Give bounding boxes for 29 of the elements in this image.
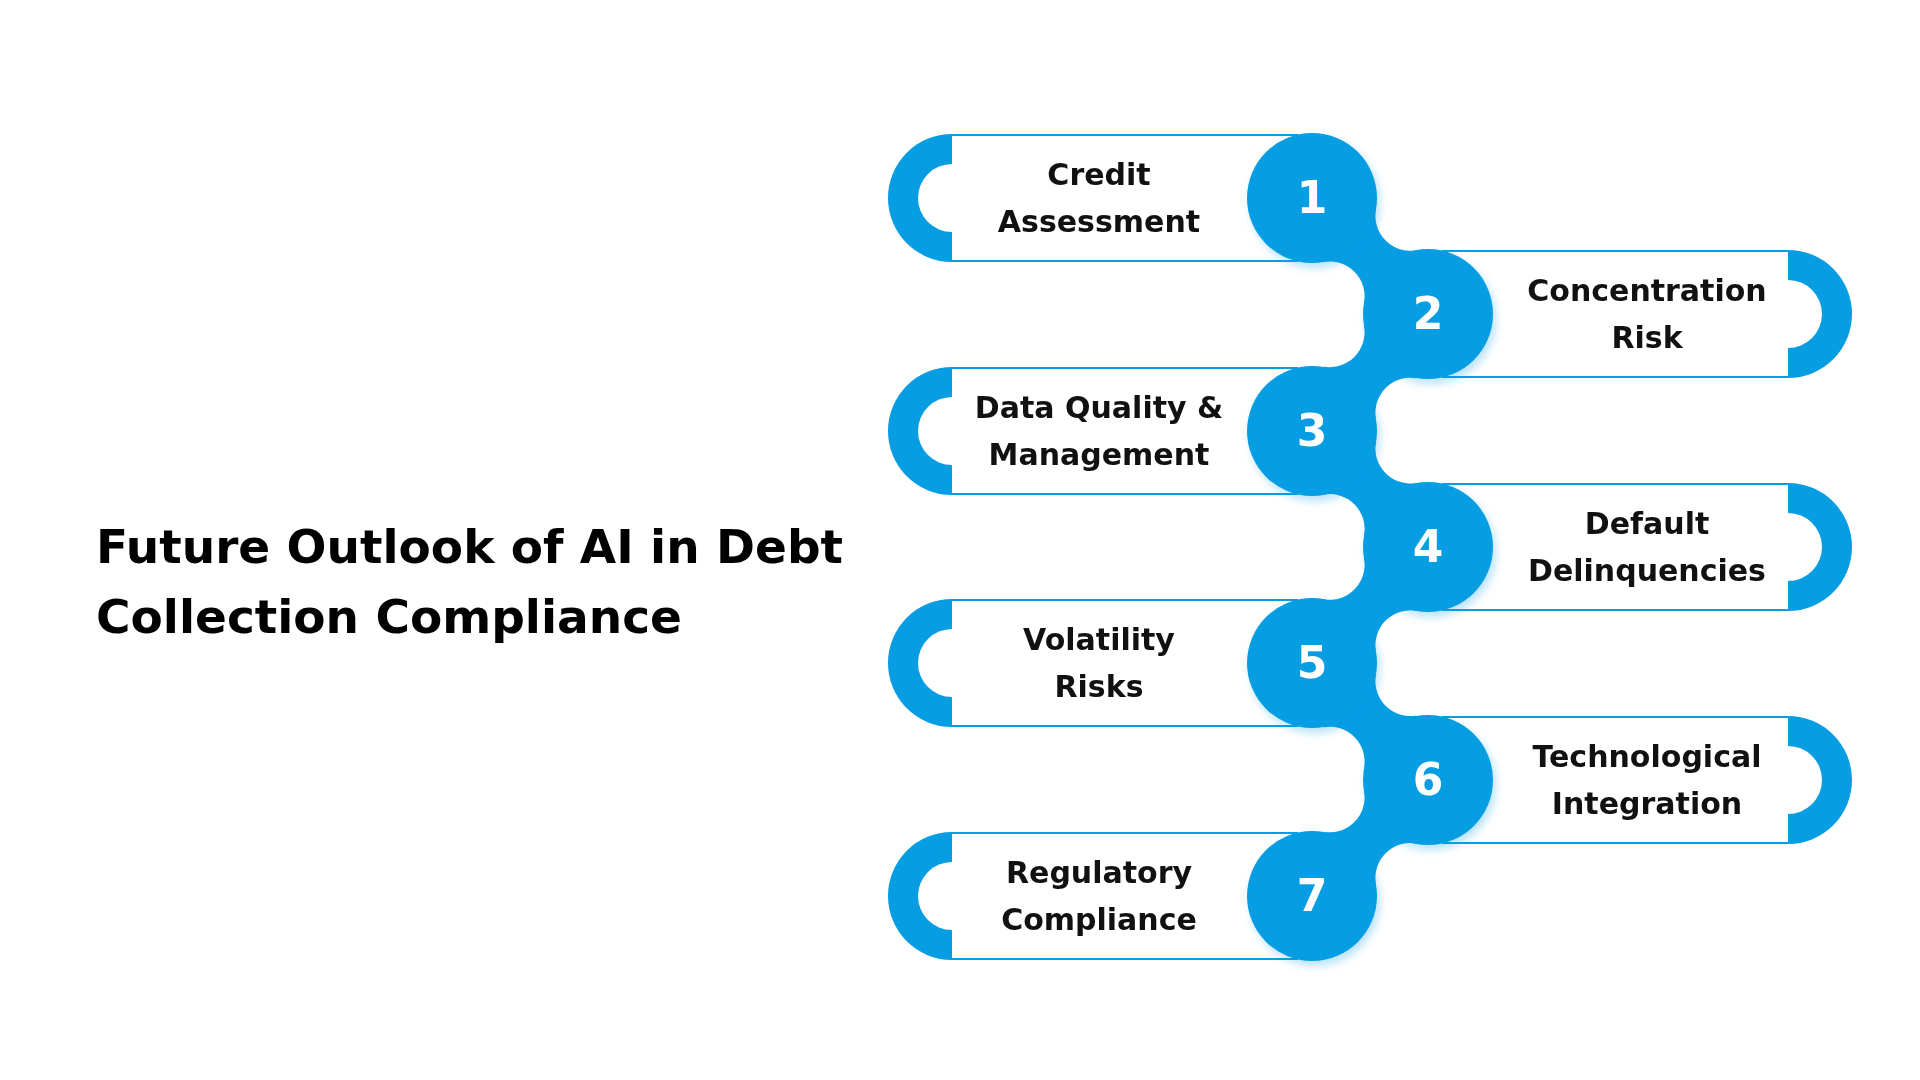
number-circle bbox=[1363, 481, 1493, 612]
number-circle bbox=[1247, 598, 1377, 729]
step-band bbox=[888, 134, 1247, 262]
step-band bbox=[888, 831, 1247, 960]
title: Future Outlook of AI in Debt Collection Compliance bbox=[96, 518, 845, 646]
number-circle bbox=[1247, 830, 1377, 961]
step-label: Volatility Risks bbox=[1022, 621, 1176, 707]
step-band bbox=[888, 599, 1247, 728]
step-label: Data Quality & Management bbox=[973, 388, 1225, 474]
number-circle bbox=[1247, 365, 1377, 496]
number-circle bbox=[1363, 249, 1493, 380]
step-band bbox=[1493, 250, 1852, 379]
step-band bbox=[1493, 715, 1852, 844]
number-circle bbox=[1363, 714, 1493, 845]
step-number: 5 bbox=[1296, 638, 1328, 689]
step-label: Concentration Risk bbox=[1526, 272, 1768, 358]
step-band bbox=[1493, 482, 1852, 611]
step-number: 3 bbox=[1296, 405, 1328, 456]
step-label: Credit Assessment bbox=[996, 156, 1202, 241]
step-label: Default Delinquencies bbox=[1527, 504, 1767, 590]
step-label: Regulatory Compliance bbox=[1000, 853, 1198, 939]
step-number: 4 bbox=[1412, 521, 1444, 572]
step-number: 1 bbox=[1296, 173, 1328, 223]
number-circle bbox=[1247, 133, 1377, 263]
step-band bbox=[888, 366, 1247, 495]
step-number: 6 bbox=[1412, 754, 1444, 805]
step-label: Technological Integration bbox=[1531, 737, 1763, 823]
step-number: 2 bbox=[1412, 289, 1444, 340]
step-number: 7 bbox=[1296, 870, 1328, 921]
